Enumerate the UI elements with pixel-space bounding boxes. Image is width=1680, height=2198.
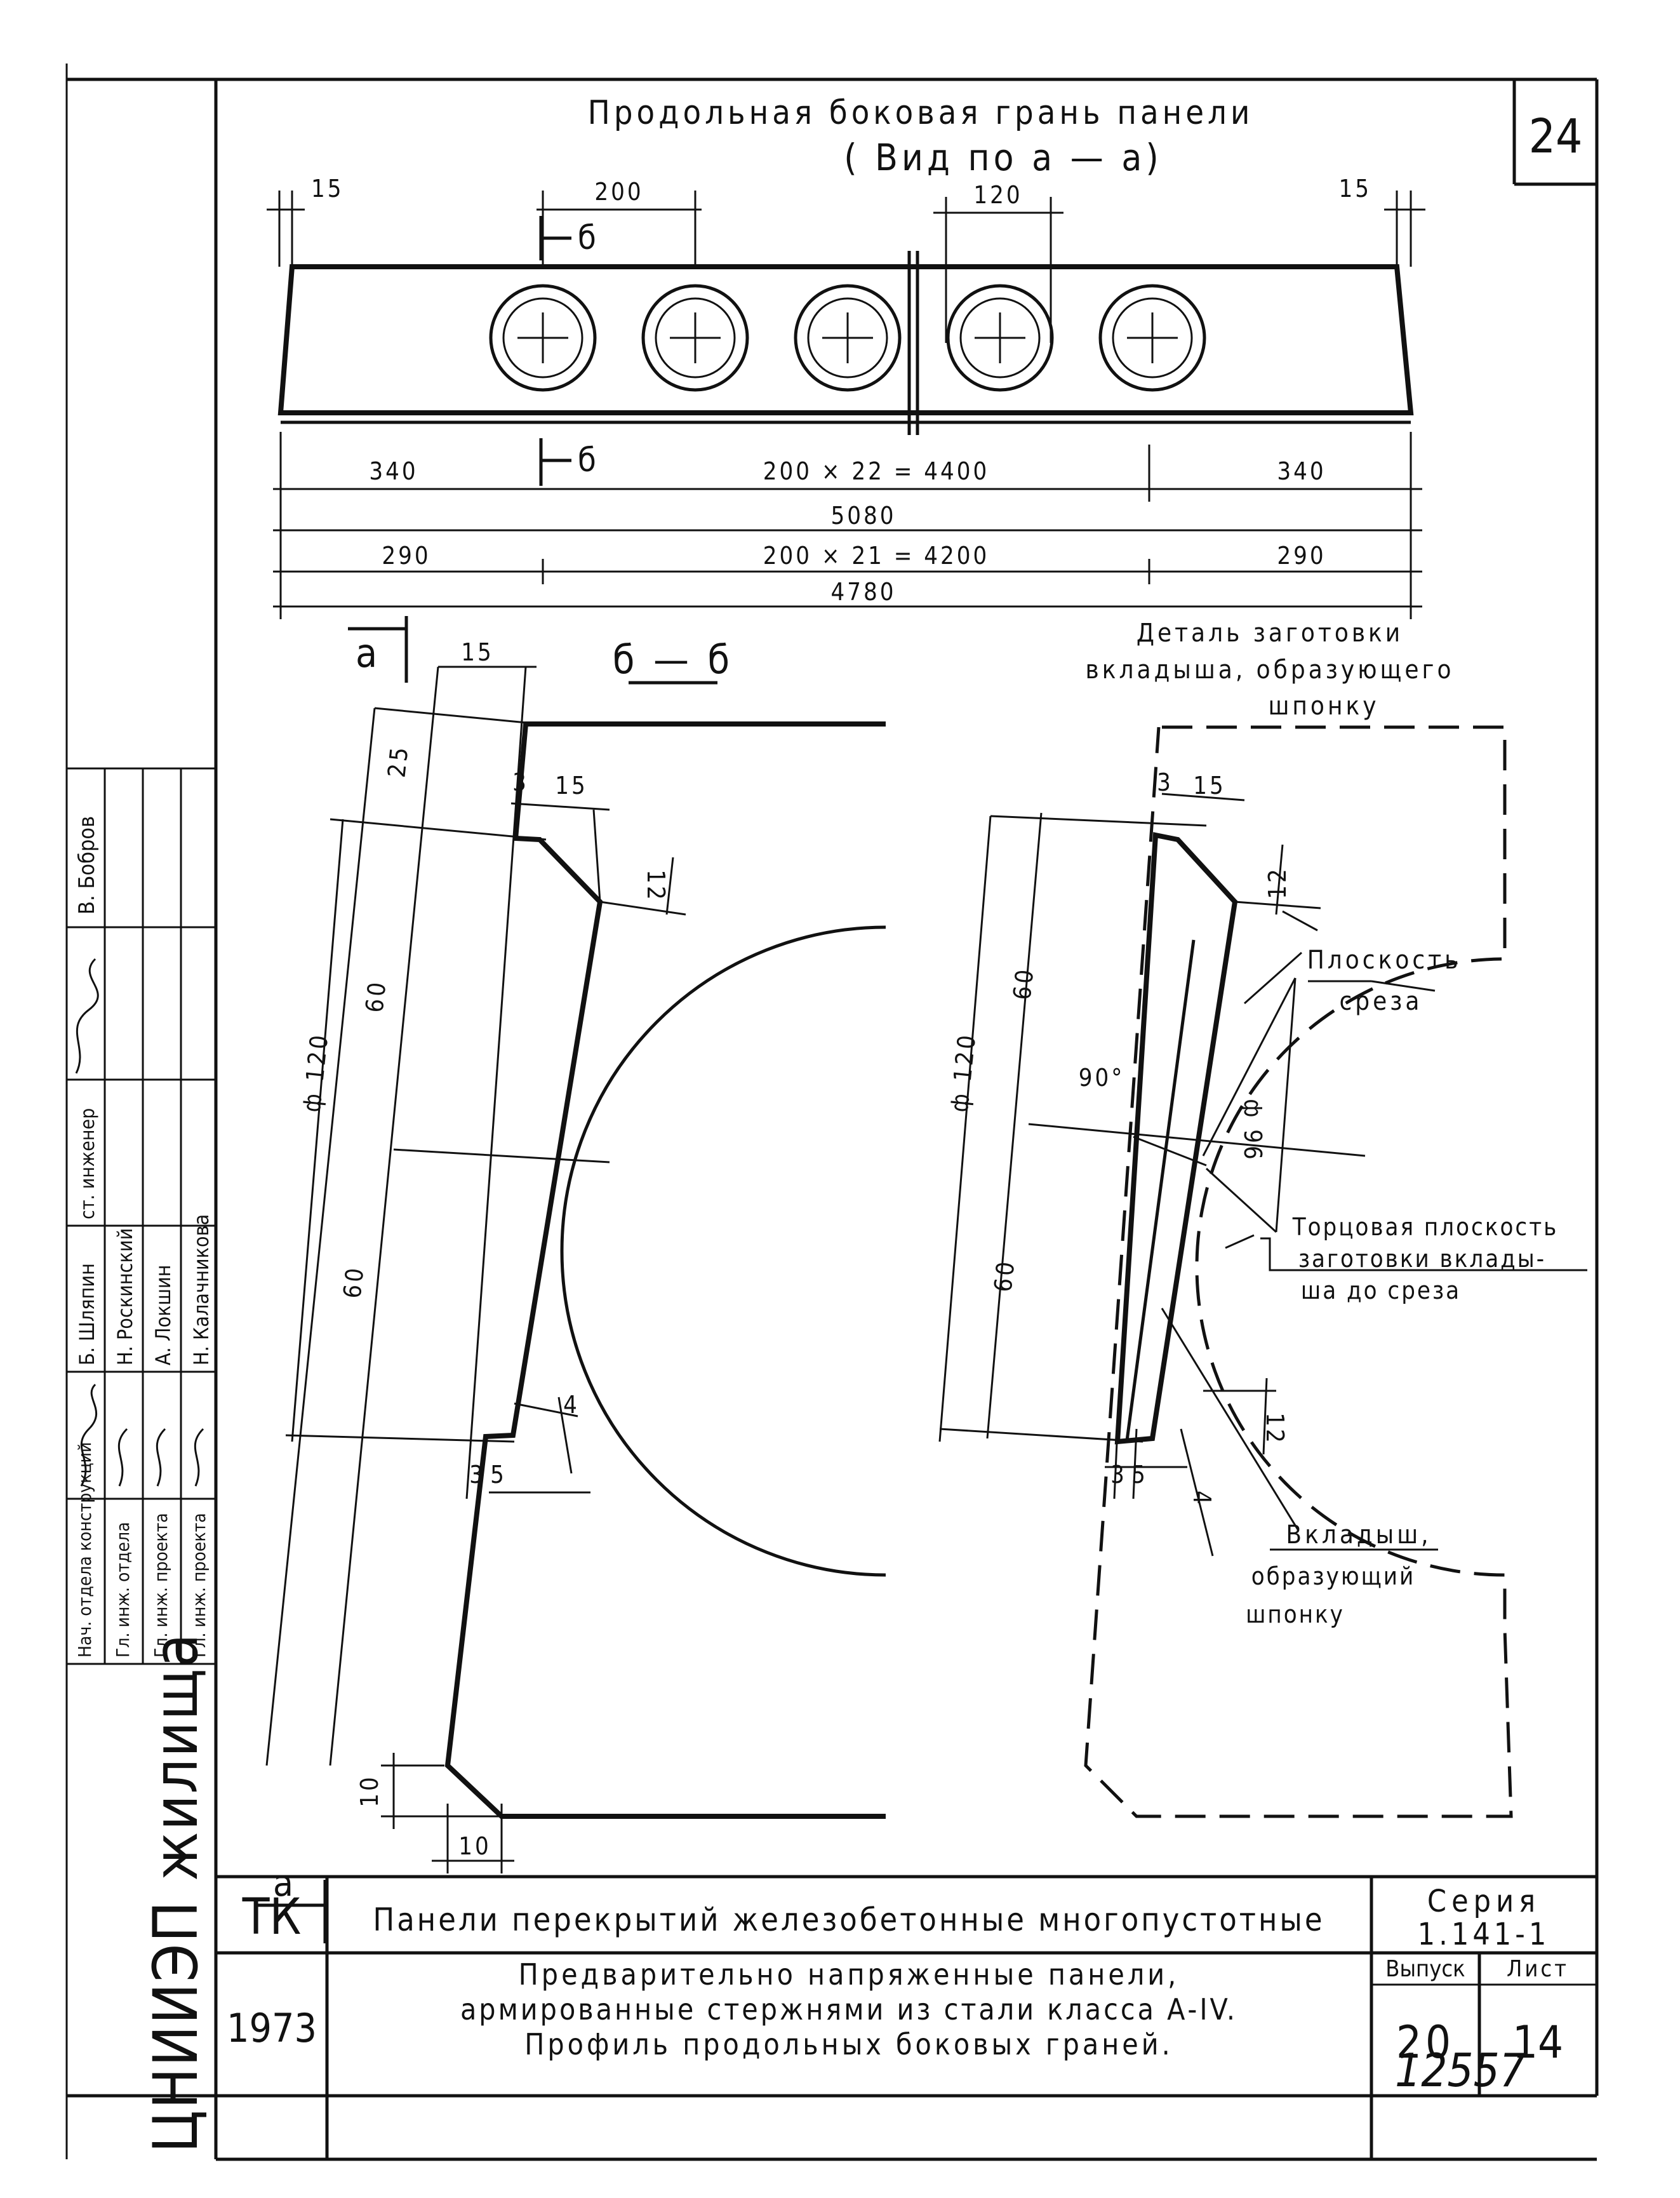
dim-pitch: 200 — [594, 178, 643, 206]
stamp-signature — [156, 1428, 166, 1487]
detail-dim-dia96: ф 96 — [1239, 1099, 1267, 1162]
title-block — [214, 2096, 1597, 2161]
stamp-org: ЦНИИЭП жилища — [140, 1633, 211, 2154]
title-block-table — [216, 1875, 1597, 2096]
detail-dim-3: 3 — [1157, 768, 1173, 796]
panel-hole — [489, 284, 597, 392]
bb-dim-10-v: 10 — [356, 1774, 383, 1807]
title-name-line1: Панели перекрытий железобетонные многопу… — [373, 1901, 1324, 1938]
bb-dim-60-upper: 60 — [361, 979, 392, 1014]
bb-dim-60-lower: 60 — [338, 1264, 370, 1300]
view-mark-bottom: а — [273, 1861, 293, 1905]
bb-dim-4: 4 — [563, 1391, 580, 1419]
dim-edge-left: 15 — [311, 175, 344, 203]
title-name-line4: Профиль продольных боковых граней. — [524, 2027, 1173, 2061]
stamp-signature — [194, 1428, 204, 1487]
stamp-name-3: А. Локшин — [151, 1265, 175, 1366]
stamp-strip: Нач. отдела конструкций Гл. инж. отдела … — [67, 767, 216, 2154]
note-end-line1: Торцовая плоскость — [1292, 1213, 1559, 1241]
bb-dim-25: 25 — [383, 744, 414, 779]
bb-dim-3-top: 3 — [512, 768, 529, 796]
dim-row4: 4780 — [831, 578, 897, 606]
dim-hole: 120 — [973, 181, 1022, 209]
title-tk: ТК — [242, 1889, 302, 1946]
dim-row1-right: 340 — [1277, 457, 1326, 485]
note-insert-line3: шпонку — [1246, 1600, 1345, 1628]
sheet-frame: 24 — [65, 64, 1599, 2159]
detail-dim-dia120: ф 120 — [945, 1031, 982, 1113]
note-end-line3: ша до среза — [1301, 1277, 1461, 1304]
view-mark-top: а — [356, 630, 377, 676]
detail-dim-4: 4 — [1188, 1491, 1216, 1507]
title-name-line2: Предварительно напряженные панели, — [519, 1957, 1180, 1992]
note-insert-line2: образующий — [1251, 1562, 1415, 1590]
detail-dim-5-bot: 5 — [1131, 1461, 1148, 1489]
dim-row2: 5080 — [831, 502, 897, 530]
title-year: 1973 — [227, 2005, 317, 2051]
stamp-name-2: Н. Роскинский — [113, 1228, 137, 1365]
stamp-name-4: Н. Калачникова — [189, 1214, 213, 1365]
detail-dim-15: 15 — [1193, 772, 1226, 800]
detail-dim-60-upper: 60 — [1008, 966, 1039, 1002]
bb-dim-12-top: 12 — [642, 869, 670, 902]
sheet-label: Лист — [1507, 1956, 1569, 1982]
stamp-signature — [75, 958, 99, 1074]
dim-row3-mid: 200 × 21 = 4200 — [763, 542, 989, 570]
bb-dim-dia120: ф 120 — [298, 1031, 334, 1113]
bb-dim-15-mid: 15 — [555, 772, 588, 800]
panel-hole — [794, 284, 902, 392]
note-cut-line1: Плоскость — [1307, 946, 1462, 975]
detail-dim-angle: 90° — [1079, 1064, 1125, 1092]
detail-title-line2: вкладыша, образующего — [1086, 655, 1455, 685]
stamp-role-4: Гл. инж. проекта — [189, 1513, 210, 1658]
section-bb-title: б — б — [613, 636, 733, 683]
dim-row3-left: 290 — [382, 542, 430, 570]
dim-row3-right: 290 — [1277, 542, 1326, 570]
detail-dim-3-bot: 3 — [1110, 1461, 1127, 1489]
bb-dim-3-bot: 3 — [469, 1461, 486, 1489]
issue-value: 20 — [1396, 2016, 1455, 2068]
detail-title-line3: шпонку — [1268, 692, 1379, 721]
detail-dim-60-lower: 60 — [989, 1258, 1020, 1294]
note-insert-line1: Вкладыш, — [1286, 1520, 1431, 1550]
top-view: Продольная боковая грань панели ( Вид по… — [267, 94, 1425, 683]
dim-row1-mid: 200 × 22 = 4400 — [763, 457, 989, 485]
detail-dim-12-top: 12 — [1263, 866, 1291, 899]
top-view-title-line1: Продольная боковая грань панели — [588, 94, 1254, 132]
note-end-line2: заготовки вклады- — [1298, 1245, 1546, 1273]
series-value: 1.141-1 — [1418, 1917, 1550, 1952]
panel-hole — [641, 284, 749, 392]
series-label: Серия — [1427, 1884, 1540, 1919]
sheet-corner-number: 24 — [1529, 109, 1583, 164]
stamp-role-3: Гл. инж. проекта — [150, 1513, 171, 1658]
dim-edge-right: 15 — [1339, 175, 1372, 203]
stamp-role-2: Гл. инж. отдела — [112, 1522, 133, 1658]
bb-dim-15-top: 15 — [461, 638, 494, 666]
note-cut-line2: среза — [1340, 987, 1423, 1016]
panel-hole — [1098, 284, 1206, 392]
handwritten-number: 12557 — [1395, 2044, 1526, 2097]
stamp-name-1: Б. Шляпин — [75, 1263, 99, 1365]
bb-dim-10-h: 10 — [458, 1832, 491, 1860]
stamp-role-extra: ст. инженер — [77, 1108, 99, 1219]
bb-dim-5-bot: 5 — [490, 1461, 507, 1489]
issue-label: Выпуск — [1385, 1956, 1465, 1982]
panel-holes — [489, 284, 1206, 392]
stamp-name-extra: В. Бобров — [74, 816, 100, 915]
section-bb: б — б — [257, 636, 886, 1943]
title-name-line3: армированные стержнями из стали класса А… — [460, 1992, 1237, 2027]
dim-row1-left: 340 — [369, 457, 418, 485]
top-view-title-line2: ( Вид по а — а) — [844, 136, 1163, 179]
detail-title-line1: Деталь заготовки — [1137, 619, 1403, 648]
insert-detail: Деталь заготовки вкладыша, образующего ш… — [938, 619, 1587, 1818]
section-mark-top: б — [578, 219, 596, 257]
panel-hole — [946, 284, 1054, 392]
detail-dim-12-bot: 12 — [1261, 1412, 1289, 1445]
hatched-insert — [1114, 832, 1238, 1445]
section-mark-bottom: б — [578, 441, 596, 479]
stamp-signature — [117, 1428, 128, 1487]
sheet-value: 14 — [1512, 2016, 1563, 2068]
stamp-signature — [80, 1383, 98, 1487]
